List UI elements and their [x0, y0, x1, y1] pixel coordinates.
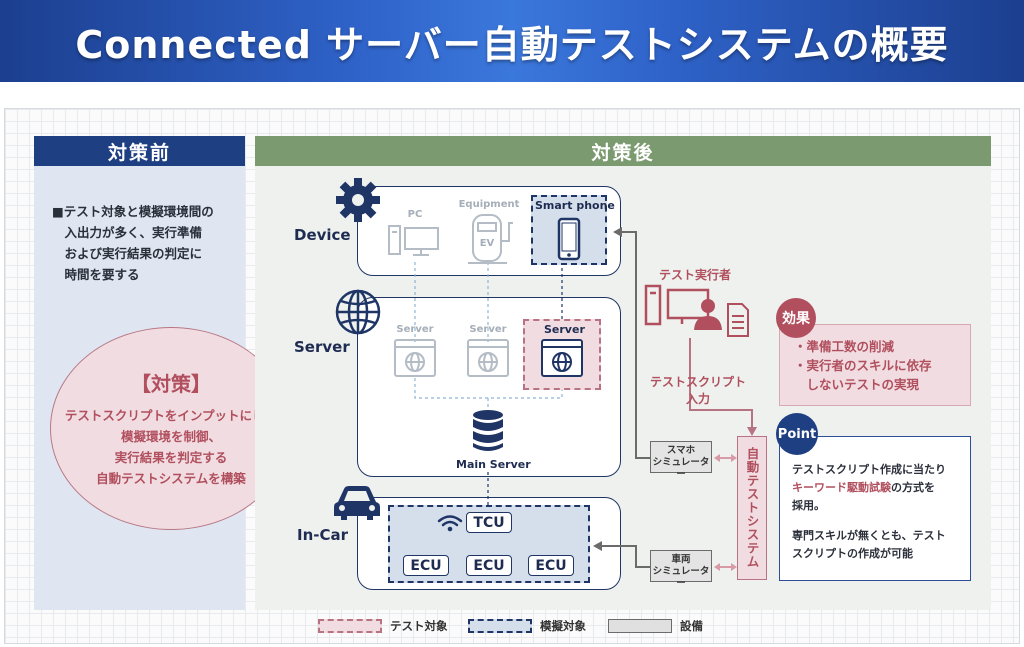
point-box: [779, 436, 971, 581]
smartphone-label: Smart phone: [535, 199, 615, 212]
point-text: テストスクリプト作成に当たり キーワード駆動試験の方式を 採用。 専門スキルが無…: [792, 461, 968, 563]
legend-test-target: テスト対象: [318, 619, 448, 633]
script-input-line: テストスクリプト: [649, 375, 746, 389]
script-input-label: テストスクリプト 入力: [648, 374, 748, 408]
sim-line: シミュレーター: [652, 566, 710, 589]
vehicle-sim-link-head-r: [731, 563, 737, 571]
phone-sim-link-head-r: [731, 454, 737, 462]
gear-icon: [336, 178, 380, 222]
point-line: テストスクリプト作成に当たり: [792, 463, 946, 476]
legend-swatch-equipment: [608, 619, 672, 633]
equipment-label: Equipment: [458, 199, 520, 210]
effect-box: [779, 324, 971, 406]
phone-sim-link-head-l: [714, 454, 720, 462]
legend-label: 設備: [680, 619, 703, 633]
server3-label: Server: [544, 323, 585, 336]
effect-line: ・準備工数の削減: [794, 339, 895, 354]
ecu-box: ECU: [466, 555, 512, 576]
measure-circle: 【対策】 テストスクリプトをインプットにし、 模擬環境を制御、 実行結果を判定す…: [50, 327, 292, 530]
tester-label: テスト実行者: [658, 268, 731, 282]
car-icon: [334, 486, 380, 520]
measure-body: テストスクリプトをインプットにし、 模擬環境を制御、 実行結果を判定する 自動テ…: [65, 405, 277, 489]
legend-equipment: 設備: [608, 619, 703, 633]
effect-line: しないテストの実現: [794, 377, 920, 392]
measure-line: 模擬環境を制御、: [120, 429, 221, 444]
point-line: 採用。: [792, 499, 825, 512]
ecu-box: ECU: [403, 555, 449, 576]
main-server-label: Main Server: [456, 458, 531, 471]
measure-title: 【対策】: [131, 372, 211, 396]
before-issue-text: ■テスト対象と模擬環境間の 入出力が多く、実行準備 および実行結果の判定に 時間…: [52, 201, 242, 285]
effect-text: ・準備工数の削減 ・実行者のスキルに依存 しないテストの実現: [794, 337, 932, 394]
auto-test-system-box: 自動テストシステム: [737, 436, 767, 580]
row-label-device: Device: [294, 226, 351, 244]
issue-line: ■テスト対象と模擬環境間の: [52, 204, 214, 219]
sim-line: スマホ: [666, 445, 696, 456]
legend-swatch-test: [318, 619, 382, 633]
server1-icon: [394, 339, 436, 377]
effect-line: ・実行者のスキルに依存: [794, 358, 932, 373]
point-badge: Point: [776, 413, 818, 455]
point-line: 専門スキルが無くとも、テスト: [792, 529, 946, 542]
point-line: キーワード駆動試験の方式を: [792, 479, 968, 497]
server2-label: Server: [469, 324, 507, 335]
page-title: Connected サーバー自動テストシステムの概要: [75, 22, 949, 67]
issue-line: 入出力が多く、実行準備: [52, 225, 203, 240]
globe-icon: [335, 289, 381, 335]
smartphone-icon: [557, 217, 581, 261]
pc-icon: [388, 225, 439, 256]
vehicle-simulator-box: 車両 シミュレーター: [650, 550, 712, 589]
effect-badge: 効果: [776, 298, 816, 338]
vehicle-sim-link-head-l: [714, 563, 720, 571]
legend-label: テスト対象: [390, 619, 448, 633]
vehicle-sim-arrowhead: [593, 541, 602, 551]
server2-icon: [467, 339, 509, 377]
phone-simulator-box: スマホ シミュレーター: [650, 441, 712, 480]
script-input-line: 入力: [685, 392, 710, 406]
tcu-box: TCU: [466, 512, 512, 533]
after-header: 対策後: [255, 136, 991, 166]
point-line-rest: の方式を: [891, 481, 935, 494]
ecu-box: ECU: [528, 555, 574, 576]
script-input-arrowhead: [747, 427, 757, 436]
measure-line: 自動テストシステムを構築: [96, 471, 246, 486]
server1-label: Server: [396, 324, 434, 335]
issue-line: 時間を要する: [52, 267, 140, 282]
sim-line: 車両: [671, 554, 691, 565]
smartphone-target: [531, 195, 607, 265]
wifi-icon: [437, 515, 463, 532]
point-line: スクリプトの作成が可能: [792, 547, 913, 560]
server3-icon: [541, 339, 583, 377]
measure-line: テストスクリプトをインプットにし、: [64, 408, 278, 423]
before-header: 対策前: [34, 136, 245, 166]
sim-line: シミュレーター: [652, 457, 710, 480]
pc-label: PC: [407, 209, 423, 220]
database-icon: [473, 410, 503, 451]
measure-line: 実行結果を判定する: [114, 450, 228, 465]
phone-sim-arrowhead: [613, 227, 622, 237]
row-label-server: Server: [294, 338, 350, 356]
point-keyword: キーワード駆動試験: [792, 481, 891, 494]
title-banner: Connected サーバー自動テストシステムの概要: [0, 0, 1024, 82]
legend-label: 模擬対象: [540, 619, 586, 633]
ev-label: EV: [479, 238, 495, 249]
row-label-incar: In-Car: [297, 526, 349, 544]
issue-line: および実行結果の判定に: [52, 246, 203, 261]
server-bus: [414, 378, 563, 399]
legend-swatch-emulated: [468, 619, 532, 633]
legend-emulated: 模擬対象: [468, 619, 586, 633]
tester-icon: [644, 284, 749, 337]
ev-charger-icon: [468, 214, 513, 264]
script-input-arrow: [689, 338, 753, 430]
